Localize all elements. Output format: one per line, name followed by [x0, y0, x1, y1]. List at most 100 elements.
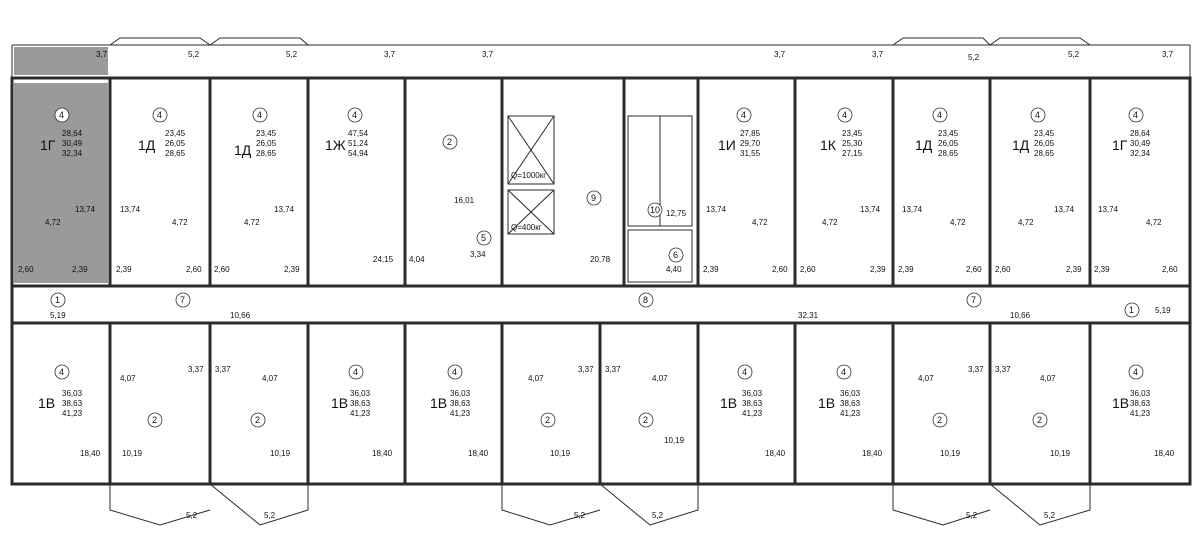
apartment-bottom-3: 4 1В 36,03 38,63 41,23 18,40 10,19 4,07 …: [430, 364, 594, 458]
dim-top-4: 3,7: [384, 50, 396, 59]
apartment-type: 1Д: [915, 137, 933, 153]
dim-top-1: 3,7: [96, 50, 108, 59]
area-hall: 4,07: [528, 374, 544, 383]
area-living: 36,03: [350, 389, 371, 398]
area-total: 29,70: [740, 139, 761, 148]
area-with-balcony: 28,65: [256, 149, 277, 158]
area-with-balcony: 41,23: [742, 409, 763, 418]
area-hall: 2,39: [898, 265, 914, 274]
area-with-balcony: 41,23: [350, 409, 371, 418]
area-living: 28,64: [1130, 129, 1151, 138]
dim-top-6: 3,7: [774, 50, 786, 59]
area-total: 38,63: [350, 399, 371, 408]
area-bath: 4,72: [45, 218, 61, 227]
area-hall: 2,39: [870, 265, 886, 274]
area-total: 38,63: [450, 399, 471, 408]
apartment-bottom-1: 4 1В 36,03 38,63 41,23 18,40 10,19 4,07 …: [38, 364, 204, 458]
area-wc: 2,60: [995, 265, 1011, 274]
area-living: 23,45: [1034, 129, 1055, 138]
apartment-top-1: 4 1Г 28,64 30,49 32,34 13,74 4,72 2,60 2…: [18, 107, 96, 274]
lift-capacity-small: Q=400кг: [511, 223, 542, 232]
dim-bottom-4: 5,2: [652, 511, 664, 520]
area-living: 47,54: [348, 129, 369, 138]
area-bath: 4,72: [950, 218, 966, 227]
area-kitchen: 10,19: [270, 449, 291, 458]
apartment-type: 1И: [718, 137, 736, 153]
area-bath: 3,37: [968, 365, 984, 374]
room-number: 4: [59, 110, 64, 120]
area-kitchen: 13,74: [902, 205, 923, 214]
room-number: 7: [971, 295, 976, 305]
area-hall: 2,39: [1066, 265, 1082, 274]
area-bath: 4,72: [1146, 218, 1162, 227]
room-number: 4: [353, 367, 358, 377]
room-number: 4: [1035, 110, 1040, 120]
area-wc: 2,60: [1162, 265, 1178, 274]
bottom-partitions: [108, 323, 1092, 484]
area-total: 38,63: [742, 399, 763, 408]
area-hall: 20,78: [590, 255, 611, 264]
area-with-balcony: 28,65: [165, 149, 186, 158]
area-wc: 2,60: [18, 265, 34, 274]
room-number: 2: [1037, 415, 1042, 425]
room-number: 2: [937, 415, 942, 425]
dim-top-10: 3,7: [1162, 50, 1174, 59]
area-kitchen: 13,74: [75, 205, 96, 214]
room-number: 4: [937, 110, 942, 120]
top-balconies: [109, 37, 1091, 46]
apartment-top-8: 4 1Д 23,45 26,05 28,65 13,74 4,72 2,60 2…: [995, 107, 1082, 274]
room-number: 4: [741, 110, 746, 120]
dim-top-8: 5,2: [968, 53, 980, 62]
room-number: 2: [447, 137, 452, 147]
dim-bottom-2: 5,2: [264, 511, 276, 520]
area-bath: 4,72: [752, 218, 768, 227]
area-total: 38,63: [840, 399, 861, 408]
area-hall: 2,39: [703, 265, 719, 274]
area-kitchen: 10,19: [550, 449, 571, 458]
area-kitchen: 10,19: [664, 436, 685, 445]
area-wc: 2,60: [800, 265, 816, 274]
area-total: 51,24: [348, 139, 369, 148]
room-number: 4: [352, 110, 357, 120]
area-hall: 4,07: [120, 374, 136, 383]
area-with-balcony: 41,23: [1130, 409, 1151, 418]
area-with-balcony: 28,65: [938, 149, 959, 158]
area-lobby: 16,01: [454, 196, 475, 205]
area-with-balcony: 41,23: [450, 409, 471, 418]
apartment-type: 1К: [820, 137, 837, 153]
area-room6: 4,40: [666, 265, 682, 274]
dim-bottom-3: 5,2: [574, 511, 586, 520]
area-bath: 3,37: [215, 365, 231, 374]
area-hall: 4,07: [918, 374, 934, 383]
area-total: 30,49: [1130, 139, 1151, 148]
apartment-top-7: 4 1Д 23,45 26,05 28,65 13,74 4,72 2,60 2…: [898, 107, 982, 274]
area-hall: 2,39: [1094, 265, 1110, 274]
area-end-left: 5,19: [50, 311, 66, 320]
area-hall: 2,39: [116, 265, 132, 274]
area-room: 24,15: [373, 255, 394, 264]
lift-capacity-large: Q=1000кг: [511, 171, 546, 180]
area-with-balcony: 32,34: [62, 149, 83, 158]
area-room: 18,40: [372, 449, 393, 458]
room-number: 9: [591, 193, 596, 203]
apartment-type: 1В: [331, 395, 348, 411]
area-room: 18,40: [80, 449, 101, 458]
area-corridor-mid: 32,31: [798, 311, 819, 320]
apartment-type: 1Ж: [325, 137, 346, 153]
room-number: 1: [55, 295, 60, 305]
area-living: 23,45: [165, 129, 186, 138]
area-living: 36,03: [742, 389, 763, 398]
area-room: 18,40: [468, 449, 489, 458]
room-number: 5: [481, 233, 486, 243]
area-total: 26,05: [1034, 139, 1055, 148]
area-kitchen: 13,74: [120, 205, 141, 214]
area-total: 30,49: [62, 139, 83, 148]
apartment-type: 1В: [430, 395, 447, 411]
area-living: 36,03: [1130, 389, 1151, 398]
apartment-type: 1Д: [234, 142, 252, 158]
room-number: 4: [842, 110, 847, 120]
area-bath: 4,72: [822, 218, 838, 227]
area-total: 26,05: [938, 139, 959, 148]
bottom-balconies: [109, 483, 1091, 526]
apartment-type: 1В: [1112, 395, 1129, 411]
